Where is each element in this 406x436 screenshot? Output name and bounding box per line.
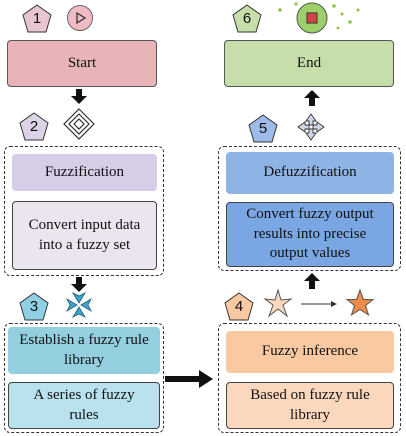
arrow-down-1 <box>71 89 87 110</box>
rule-library-title: Establish a fuzzy rule library <box>8 327 160 374</box>
step-3-badge: 3 <box>19 292 49 322</box>
rule-library-desc-text: A series of fuzzy rules <box>33 387 135 423</box>
inference-title: Fuzzy inference <box>226 331 394 373</box>
step-2-badge: 2 <box>19 112 49 142</box>
play-icon <box>66 4 94 37</box>
arrow-up-1 <box>304 90 320 111</box>
arrow-right-main <box>165 370 213 393</box>
fuzzification-desc-text: Convert input data into a fuzzy set <box>28 217 141 253</box>
inward-arrows-icon <box>64 290 94 325</box>
fuzzification-desc: Convert input data into a fuzzy set <box>12 201 157 270</box>
outward-arrows-icon <box>296 112 326 147</box>
inference-desc: Based on fuzzy rule library <box>226 382 394 429</box>
defuzzification-title-text: Defuzzification <box>263 164 357 181</box>
start-box: Start <box>7 40 157 87</box>
step-1-badge: 1 <box>22 4 52 34</box>
rule-library-group <box>4 323 164 433</box>
rule-library-title-text: Establish a fuzzy rule library <box>19 332 149 368</box>
inference-title-text: Fuzzy inference <box>261 343 359 360</box>
step-5-badge: 5 <box>248 114 278 144</box>
end-box: End <box>224 40 394 87</box>
inference-desc-text: Based on fuzzy rule library <box>250 387 370 423</box>
end-label: End <box>296 54 322 71</box>
arrow-down-2 <box>71 277 87 298</box>
rule-library-desc: A series of fuzzy rules <box>8 382 160 429</box>
inference-group <box>218 323 401 433</box>
defuzzification-desc: Convert fuzzy output results into precis… <box>226 202 394 267</box>
star-transform-icon <box>263 288 379 325</box>
step-6-badge: 6 <box>232 4 262 34</box>
step-4-badge: 4 <box>224 292 254 322</box>
defuzzification-desc-text: Convert fuzzy output results into precis… <box>246 206 374 262</box>
start-label: Start <box>67 54 97 71</box>
defuzzification-group <box>218 146 401 271</box>
fuzzification-title: Fuzzification <box>12 154 157 191</box>
defuzzification-title: Defuzzification <box>226 152 394 194</box>
arrow-up-2 <box>304 273 320 294</box>
stop-icon <box>276 0 366 43</box>
fuzzification-title-text: Fuzzification <box>44 163 125 180</box>
concentric-diamond-icon <box>62 107 96 146</box>
fuzzification-group <box>4 146 164 276</box>
